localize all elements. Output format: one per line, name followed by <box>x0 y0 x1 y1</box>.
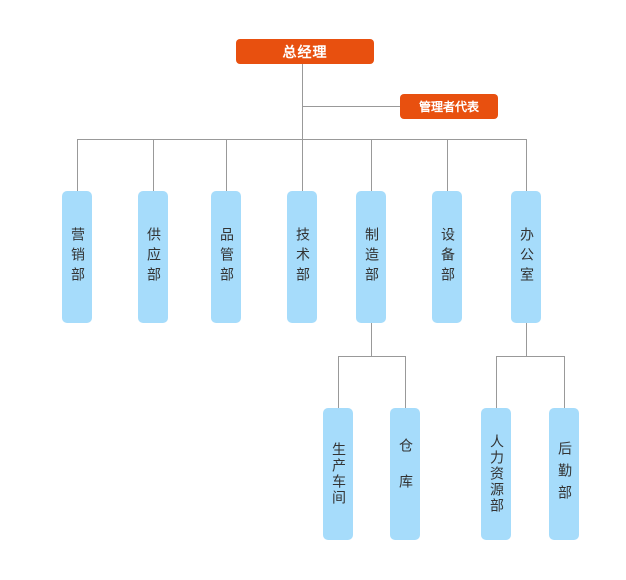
connector-office-trunk <box>526 323 527 356</box>
dept-office: 办公室 <box>511 191 541 323</box>
connector-manufacturing-trunk <box>371 323 372 356</box>
dept-supply: 供应部 <box>138 191 168 323</box>
connector-ceo-trunk <box>302 64 303 139</box>
connector-office-drop <box>496 356 497 408</box>
connector-office-bus <box>496 356 565 357</box>
dept-quality: 品管部 <box>211 191 241 323</box>
dept-manufacturing: 制造部 <box>356 191 386 323</box>
dept-marketing: 营销部 <box>62 191 92 323</box>
connector-rep-branch <box>302 106 400 107</box>
unit-production-workshop: 生产车间 <box>323 408 353 540</box>
connector-manufacturing-bus <box>338 356 406 357</box>
connector-dept-drop <box>153 139 154 191</box>
unit-human-resources: 人力资源部 <box>481 408 511 540</box>
ceo-node: 总经理 <box>236 39 374 64</box>
connector-manufacturing-drop <box>405 356 406 408</box>
connector-manufacturing-drop <box>338 356 339 408</box>
connector-dept-drop <box>302 139 303 191</box>
unit-warehouse: 仓库 <box>390 408 420 540</box>
connector-dept-drop <box>447 139 448 191</box>
connector-dept-drop <box>77 139 78 191</box>
connector-office-drop <box>564 356 565 408</box>
connector-dept-drop <box>226 139 227 191</box>
connector-dept-drop <box>371 139 372 191</box>
connector-dept-drop <box>526 139 527 191</box>
dept-equipment: 设备部 <box>432 191 462 323</box>
management-rep-node: 管理者代表 <box>400 94 498 119</box>
unit-logistics: 后勤部 <box>549 408 579 540</box>
dept-technical: 技术部 <box>287 191 317 323</box>
